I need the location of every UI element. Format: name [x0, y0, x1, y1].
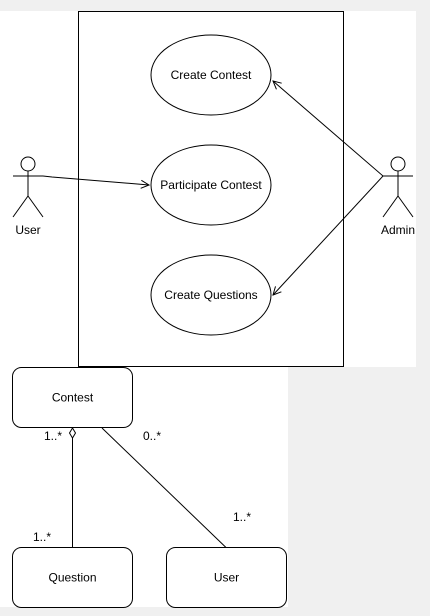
actor-admin-label: Admin [381, 223, 415, 237]
use-case-create-contest-label: Create Contest [171, 68, 252, 82]
actor-user-right-leg [27, 195, 44, 218]
class-question[interactable]: Question [12, 547, 133, 608]
association-contest-user[interactable] [101, 427, 227, 548]
association-admin-create-questions[interactable] [273, 175, 384, 295]
use-case-create-questions[interactable]: Create Questions [150, 254, 272, 336]
actor-user[interactable] [12, 156, 44, 218]
use-case-create-questions-label: Create Questions [164, 288, 257, 302]
use-case-participate-contest[interactable]: Participate Contest [150, 144, 272, 226]
association-user-participate-contest[interactable] [42, 175, 149, 185]
actor-user-left-leg [12, 195, 29, 218]
actor-user-label: User [15, 223, 40, 237]
class-user-label: User [214, 571, 239, 585]
multiplicity-contest-user-bottom: 1..* [233, 510, 251, 524]
multiplicity-contest-question-bottom: 1..* [33, 530, 51, 544]
use-case-create-contest[interactable]: Create Contest [150, 34, 272, 116]
class-user[interactable]: User [166, 547, 287, 608]
multiplicity-contest-user-top: 0..* [143, 429, 161, 443]
aggregation-contest-question[interactable] [68, 427, 77, 548]
use-case-participate-contest-label: Participate Contest [160, 178, 262, 192]
association-admin-create-contest[interactable] [273, 81, 384, 177]
class-contest-label: Contest [52, 391, 94, 405]
actor-user-head [20, 156, 36, 172]
actor-admin-head [390, 156, 406, 172]
class-contest[interactable]: Contest [12, 367, 133, 428]
actor-admin-right-leg [397, 195, 414, 218]
actor-admin[interactable] [382, 156, 414, 218]
class-question-label: Question [48, 571, 96, 585]
multiplicity-contest-question-top: 1..* [44, 429, 62, 443]
actor-admin-left-leg [382, 195, 399, 218]
